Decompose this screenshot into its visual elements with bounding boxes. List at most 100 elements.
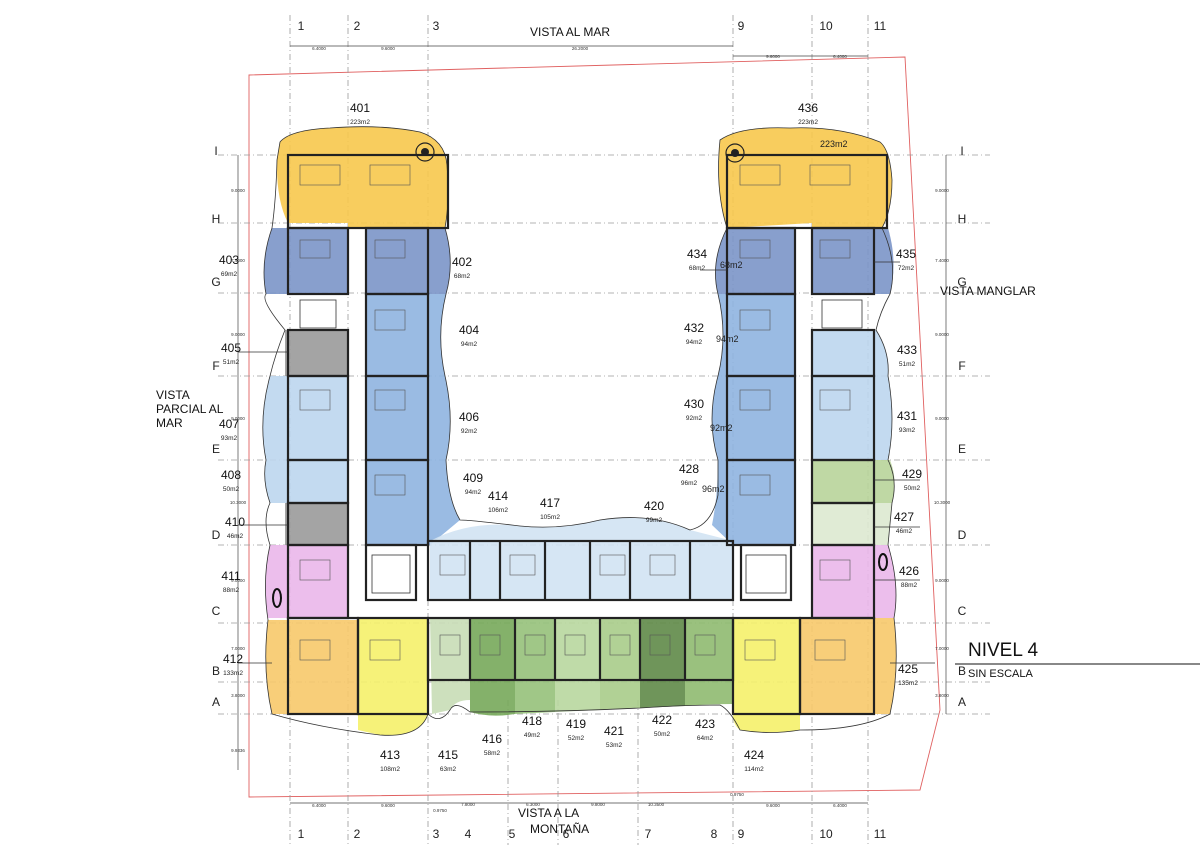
unit-area-428: 96m2 [681, 480, 698, 487]
dim-right-6: 7.0000 [935, 646, 949, 651]
unit-label-421: 421 [604, 724, 624, 738]
unit-label-417: 417 [540, 496, 560, 510]
dim-left-3: 9.0000 [231, 416, 245, 421]
dim-left-2: 9.0000 [231, 332, 245, 337]
unit-433-fill [812, 330, 889, 376]
unit-404-fill [366, 294, 446, 376]
dim-bottom-3: 7.8000 [461, 802, 475, 807]
unit-area-426: 88m2 [901, 582, 918, 589]
dim-top-3: 9.6000 [766, 54, 780, 59]
unit-label-414: 414 [488, 489, 508, 503]
unit-area-404: 94m2 [461, 341, 478, 348]
dim-bottom-9: 6.4000 [833, 803, 847, 808]
callout-92: 92m2 [710, 423, 733, 433]
dim-left-4: 10.3000 [230, 500, 247, 505]
unit-area-411: 88m2 [223, 587, 240, 594]
building [262, 126, 897, 736]
axis-left-E: E [212, 442, 220, 456]
dim-bottom-2: 0.9750 [433, 808, 447, 813]
axis-top-3: 3 [433, 19, 440, 33]
unit-label-432: 432 [684, 321, 704, 335]
unit-424-fill [733, 618, 800, 733]
tub-icon-right [878, 553, 888, 571]
unit-label-435: 435 [896, 247, 916, 261]
unit-432-fill [718, 294, 795, 376]
unit-area-424: 114m2 [744, 766, 764, 773]
axis-bottom-9: 9 [738, 827, 745, 841]
unit-label-412: 412 [223, 652, 243, 666]
unit-area-429: 50m2 [904, 485, 921, 492]
unit-label-433: 433 [897, 343, 917, 357]
view-partial-1: VISTA [156, 388, 190, 402]
axis-left-A: A [212, 695, 220, 709]
unit-label-428: 428 [679, 462, 699, 476]
level-title: NIVEL 4 [968, 640, 1038, 661]
unit-area-403: 69m2 [221, 271, 238, 278]
dim-left-0: 9.0000 [231, 188, 245, 193]
dim-bottom-5: 9.8000 [591, 802, 605, 807]
unit-label-418: 418 [522, 714, 542, 728]
unit-413-fill [358, 618, 428, 736]
view-mountain-2: MONTAÑA [530, 822, 589, 836]
unit-426-fill [812, 545, 896, 618]
axis-bottom-1: 1 [298, 827, 305, 841]
unit-419-fill [555, 618, 600, 712]
unit-label-409: 409 [463, 471, 483, 485]
unit-label-404: 404 [459, 323, 479, 337]
unit-area-427: 46m2 [896, 528, 913, 535]
axis-left-I: I [214, 144, 217, 158]
dim-left-1: 7.4000 [231, 258, 245, 263]
unit-414-fill [430, 517, 733, 600]
site-boundary [248, 56, 941, 798]
dim-left-5: 9.0000 [231, 578, 245, 583]
unit-label-427: 427 [894, 510, 914, 524]
unit-area-433: 51m2 [899, 361, 916, 368]
unit-407-fill [262, 376, 348, 460]
unit-411-fill [265, 545, 348, 618]
unit-402-fill [366, 228, 451, 294]
unit-label-429: 429 [902, 467, 922, 481]
callout-labels: 223m2 68m2 94m2 92m2 96m2 [702, 139, 848, 494]
dim-bottom-4: 6.3000 [526, 802, 540, 807]
unit-area-432: 94m2 [686, 339, 703, 346]
axis-bottom-4: 4 [465, 827, 472, 841]
axis-left-D: D [212, 528, 221, 542]
unit-label-436: 436 [798, 101, 818, 115]
axis-right-E: E [958, 442, 966, 456]
unit-area-409: 94m2 [465, 489, 482, 496]
unit-label-406: 406 [459, 410, 479, 424]
unit-label-431: 431 [897, 409, 917, 423]
unit-label-408: 408 [221, 468, 241, 482]
axis-bottom-5: 5 [509, 827, 516, 841]
unit-label-422: 422 [652, 713, 672, 727]
unit-area-413: 108m2 [380, 766, 400, 773]
axis-right-D: D [958, 528, 967, 542]
unit-label-420: 420 [644, 499, 664, 513]
unit-436-fill [718, 127, 892, 228]
unit-408-fill [264, 460, 348, 503]
unit-422-fill [640, 618, 685, 708]
axis-top-9: 9 [738, 19, 745, 33]
dim-right-3: 9.0000 [935, 416, 949, 421]
unit-427-fill [812, 503, 892, 545]
unit-label-411: 411 [221, 569, 240, 583]
axis-bottom-11: 11 [874, 827, 887, 841]
axis-left-G: G [211, 275, 220, 289]
dim-right-7: 3.8000 [935, 693, 949, 698]
dim-left-8: 9.9336 [231, 748, 245, 753]
unit-area-436: 223m2 [798, 119, 818, 126]
callout-94: 94m2 [716, 334, 739, 344]
unit-area-410: 46m2 [227, 533, 244, 540]
axis-top-10: 10 [819, 19, 833, 33]
dim-left-6: 7.0000 [231, 646, 245, 651]
view-labels: VISTA AL MAR VISTA A LA MONTAÑA VISTA PA… [156, 25, 1036, 836]
unit-label-405: 405 [221, 341, 241, 355]
axis-bottom-6: 6 [563, 827, 570, 841]
unit-425-fill [800, 618, 897, 714]
unit-430-fill [712, 376, 795, 460]
unit-label-413: 413 [380, 748, 400, 762]
dim-bottom-0: 6.4000 [312, 803, 326, 808]
unit-412-fill [265, 620, 358, 714]
unit-434-fill [715, 228, 795, 294]
axis-right-I: I [960, 144, 963, 158]
